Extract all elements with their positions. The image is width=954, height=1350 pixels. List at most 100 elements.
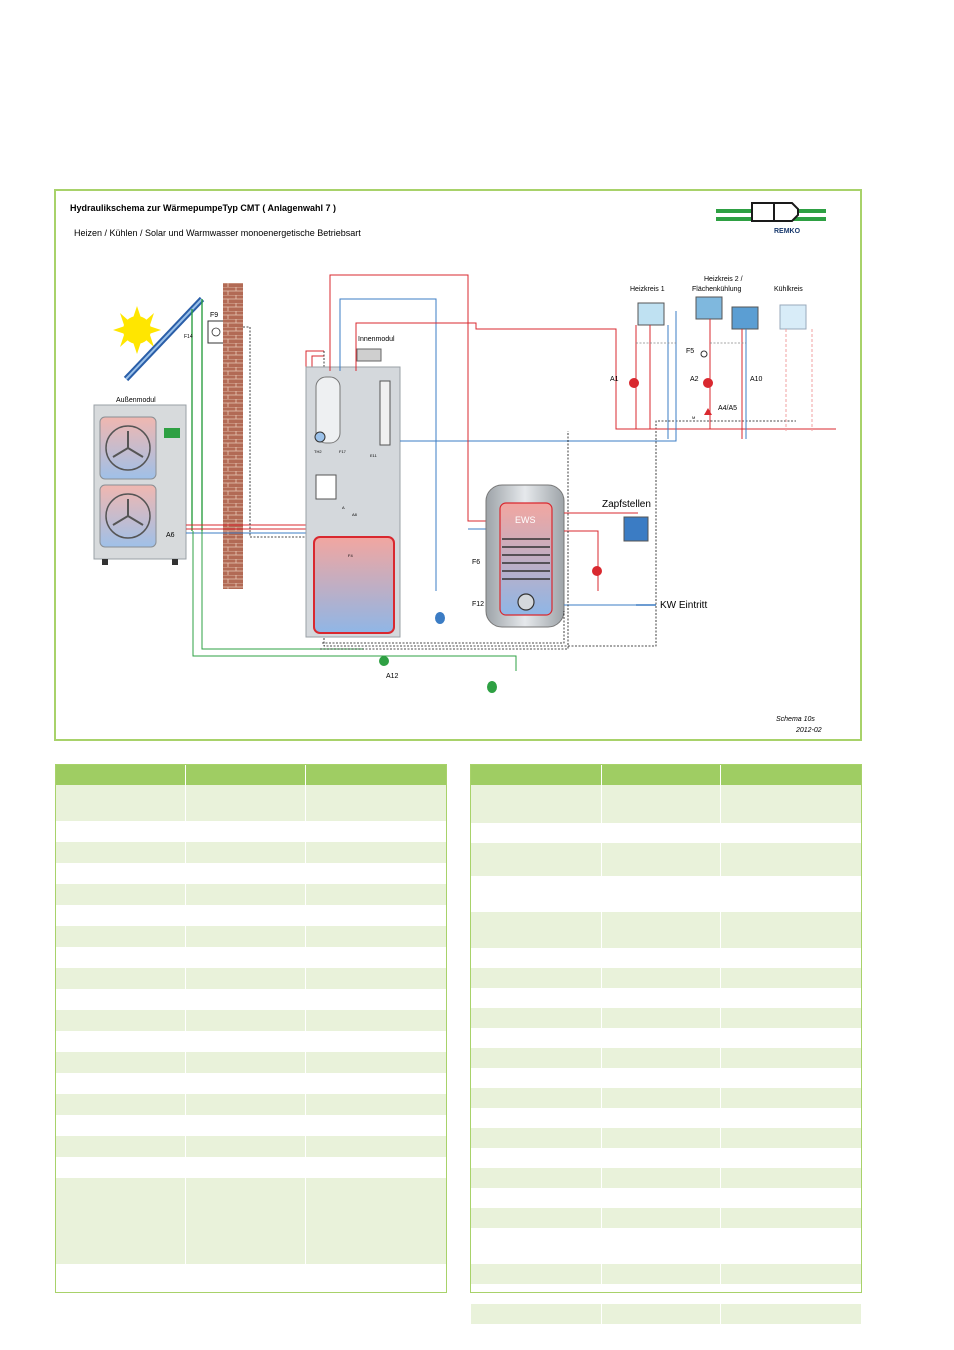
schema-title: Hydraulikschema zur WärmepumpeTyp CMT ( … — [70, 203, 336, 213]
table-row — [55, 968, 446, 989]
pump-a1-icon — [629, 378, 639, 388]
label-ews: EWS — [515, 515, 536, 525]
label-f6: F6 — [472, 559, 480, 566]
sensor-f5-icon — [700, 350, 708, 358]
table-row — [471, 1208, 861, 1228]
table-row — [55, 1031, 446, 1052]
label-a2: A2 — [690, 376, 699, 383]
label-f5: F5 — [686, 348, 694, 355]
table-row — [55, 842, 446, 863]
table-row — [471, 785, 861, 823]
label-kw-eintritt: KW Eintritt — [660, 600, 707, 611]
table-row — [471, 1108, 861, 1128]
table-row — [55, 1178, 446, 1264]
table-row — [471, 1148, 861, 1168]
schema-subtitle: Heizen / Kühlen / Solar und Warmwasser m… — [74, 228, 361, 238]
table-row — [55, 1052, 446, 1073]
label-th2: TH2 — [314, 449, 322, 454]
outdoor-unit — [93, 404, 187, 565]
label-f4: F4 — [348, 553, 353, 558]
label-m: M — [692, 415, 695, 420]
label-a12: A12 — [386, 673, 399, 680]
label-a10: A10 — [750, 376, 763, 383]
label-a: A — [342, 505, 345, 510]
surface-cooling-icon — [731, 306, 759, 330]
shower-icon — [623, 516, 649, 542]
label-f12: F12 — [472, 601, 484, 608]
indoor-unit — [305, 366, 401, 638]
solar-expansion-vessel — [487, 681, 497, 693]
hydraulic-schema-frame: Hydraulikschema zur WärmepumpeTyp CMT ( … — [54, 189, 862, 741]
table-row — [55, 863, 446, 884]
table-row — [55, 1115, 446, 1136]
table-row — [471, 1228, 861, 1264]
label-a6: A6 — [166, 532, 175, 539]
table-row — [55, 1264, 446, 1285]
table-row — [55, 1157, 446, 1178]
schema-number: Schema 10s — [776, 716, 815, 723]
sun-icon — [113, 306, 161, 354]
table-row — [55, 1136, 446, 1157]
label-heizkreis-2-line2: Flächenkühlung — [692, 286, 742, 293]
legend-table-left — [55, 764, 446, 1285]
table-row — [471, 843, 861, 876]
table-row — [471, 1048, 861, 1068]
table-row — [471, 823, 861, 843]
table-row — [471, 1068, 861, 1088]
table-row — [55, 785, 446, 821]
table-row — [55, 989, 446, 1010]
innenmodul-manifold — [356, 348, 382, 362]
table-row — [471, 988, 861, 1008]
table-row — [55, 1010, 446, 1031]
table-left-border — [55, 764, 447, 1293]
label-f14: F14 — [184, 334, 193, 340]
table-row — [471, 1304, 861, 1324]
schema-date: 2012-02 — [795, 727, 822, 734]
table-row — [471, 948, 861, 968]
mixer-a4-icon — [704, 408, 712, 415]
sensor-f9 — [207, 320, 225, 344]
table-row — [471, 912, 861, 948]
table-row — [55, 1094, 446, 1115]
circulation-pump-icon — [592, 566, 602, 576]
brick-wall — [223, 283, 243, 589]
label-zapfstellen: Zapfstellen — [602, 499, 651, 510]
label-f9: F9 — [210, 312, 218, 319]
table-row — [55, 905, 446, 926]
table-row — [471, 968, 861, 988]
hot-water-tank — [485, 484, 565, 628]
label-a1: A1 — [610, 376, 619, 383]
table-row — [471, 1088, 861, 1108]
label-a8: A8 — [352, 512, 358, 517]
hydraulic-schema-diagram: Hydraulikschema zur WärmepumpeTyp CMT ( … — [70, 202, 836, 734]
table-row — [471, 1188, 861, 1208]
expansion-vessel — [435, 612, 445, 624]
floor-heating-icon — [695, 296, 723, 320]
table-row — [471, 1008, 861, 1028]
logo-text: REMKO — [774, 228, 801, 235]
legend-table-right — [471, 764, 861, 1324]
label-heizkreis-1: Heizkreis 1 — [630, 286, 665, 293]
table-row — [55, 926, 446, 947]
table-header-row — [55, 764, 446, 785]
label-heizkreis-2-line1: Heizkreis 2 / — [704, 276, 743, 283]
table-row — [471, 1284, 861, 1304]
label-a4a5: A4/A5 — [718, 405, 737, 412]
table-row — [471, 1168, 861, 1188]
table-row — [471, 1264, 861, 1284]
table-row — [55, 884, 446, 905]
cooling-unit-icon — [779, 304, 807, 330]
label-kuehlkreis: Kühlkreis — [774, 286, 803, 293]
pump-a2-icon — [703, 378, 713, 388]
table-row — [471, 876, 861, 912]
table-header-row — [471, 764, 861, 785]
table-row — [55, 1073, 446, 1094]
radiator-icon — [637, 302, 665, 326]
table-row — [471, 1128, 861, 1148]
label-f17: F17 — [339, 449, 347, 454]
label-e11: E11 — [370, 453, 378, 458]
table-row — [471, 1028, 861, 1048]
table-right-border — [470, 764, 862, 1293]
table-row — [55, 947, 446, 968]
remko-logo: REMKO — [716, 202, 826, 235]
